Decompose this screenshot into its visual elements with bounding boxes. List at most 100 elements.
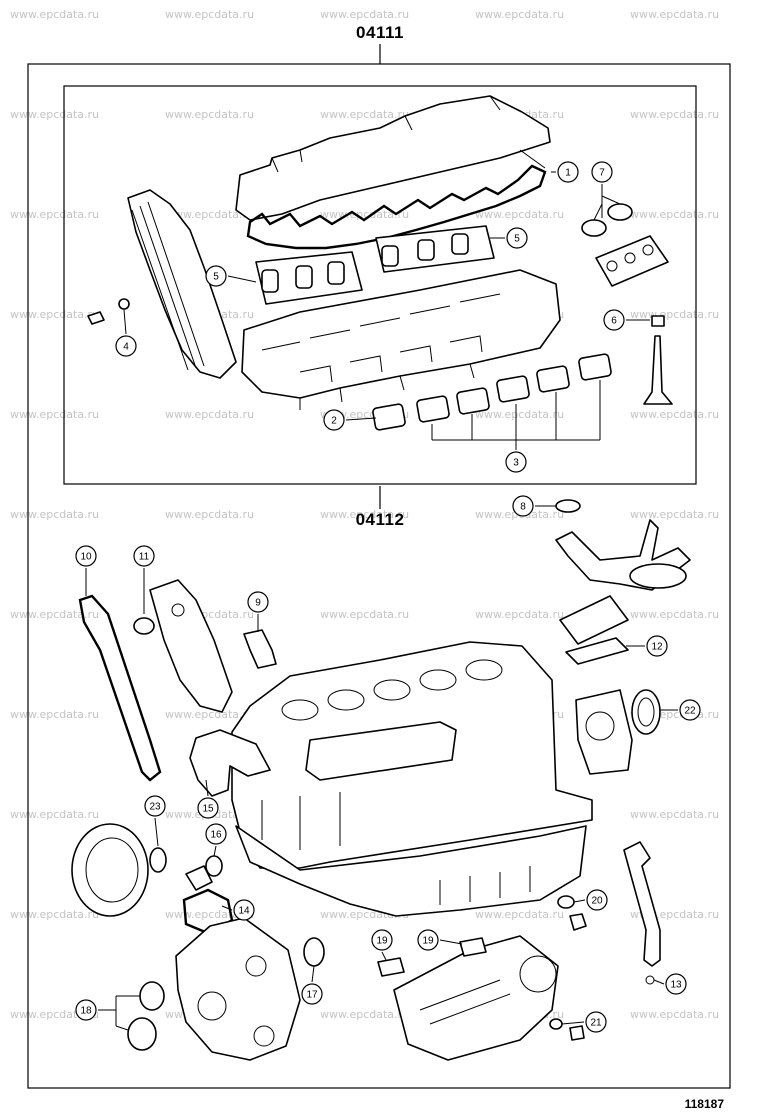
watermark: www.epcdata.ru xyxy=(630,208,719,221)
carburetor-insulator xyxy=(595,235,669,287)
watermark: www.epcdata.ru xyxy=(165,208,254,221)
watermark: www.epcdata.ru xyxy=(320,108,409,121)
watermark: www.epcdata.ru xyxy=(475,408,564,421)
callout-number: 19 xyxy=(422,936,434,947)
callout-number: 3 xyxy=(513,458,519,469)
watermark: www.epcdata.ru xyxy=(10,208,99,221)
callout-number: 8 xyxy=(520,502,526,513)
callout-10: 10 xyxy=(75,545,97,596)
callout-number: 18 xyxy=(80,1006,92,1017)
gaskets-19 xyxy=(377,937,487,977)
rear-oil-seal-retainer xyxy=(575,689,661,775)
callout-number: 4 xyxy=(123,342,129,353)
callout-number: 7 xyxy=(599,168,605,179)
leader-line xyxy=(381,951,387,961)
callout-circle xyxy=(197,797,219,819)
callout-circle xyxy=(75,999,97,1021)
callout-1: 1 xyxy=(551,161,579,183)
callout-circle xyxy=(665,973,687,995)
callout-number: 19 xyxy=(376,936,388,947)
callout-8: 8 xyxy=(512,495,556,517)
leader-line xyxy=(311,965,315,983)
callout-12: 12 xyxy=(626,635,668,657)
leader-line xyxy=(573,899,586,903)
callout-19: 19 xyxy=(371,929,393,961)
leader-line xyxy=(561,1021,585,1025)
watermark: www.epcdata.ru xyxy=(165,8,254,21)
intake-manifold-gasket xyxy=(255,251,363,305)
watermark: www.epcdata.ru xyxy=(320,608,409,621)
callout-circle xyxy=(646,635,668,657)
callout-circle xyxy=(247,591,269,613)
callout-18: 18 xyxy=(75,995,140,1031)
exhaust-port-gaskets xyxy=(372,353,612,431)
callout-7: 7 xyxy=(591,161,621,221)
watermark: www.epcdata.ru xyxy=(630,8,719,21)
watermark: www.epcdata.ru xyxy=(630,108,719,121)
callout-2: 2 xyxy=(323,409,377,431)
intake-gasket-12 xyxy=(559,595,629,665)
callout-11: 11 xyxy=(133,545,155,614)
timing-gear-case xyxy=(175,917,301,1061)
watermark: www.epcdata.ru xyxy=(630,808,719,821)
callout-circle xyxy=(557,161,579,183)
watermark: www.epcdata.ru xyxy=(10,408,99,421)
callout-number: 12 xyxy=(651,642,663,653)
callout-circle xyxy=(585,1011,607,1033)
watermark: www.epcdata.ru xyxy=(630,308,719,321)
watermark: www.epcdata.ru xyxy=(475,208,564,221)
watermark: www.epcdata.ru xyxy=(630,1008,719,1021)
callout-circle xyxy=(323,409,345,431)
watermark: www.epcdata.ru xyxy=(165,508,254,521)
callout-5: 5 xyxy=(205,265,257,287)
watermark: www.epcdata.ru xyxy=(165,408,254,421)
inner-frame-upper-set xyxy=(63,85,697,485)
valve-stem-seals xyxy=(581,203,633,237)
watermark: www.epcdata.ru xyxy=(630,508,719,521)
leader-line xyxy=(653,979,665,985)
watermark: www.epcdata.ru xyxy=(10,8,99,21)
callout-number: 14 xyxy=(238,906,250,917)
leader-line xyxy=(123,309,127,335)
leader-line xyxy=(439,939,463,945)
watermark: www.epcdata.ru xyxy=(10,508,99,521)
watermark: www.epcdata.ru xyxy=(475,908,564,921)
callout-number: 6 xyxy=(611,316,617,327)
callout-circle xyxy=(417,929,439,951)
head-cover-gasket xyxy=(246,164,547,250)
callout-circle xyxy=(586,889,608,911)
callout-number: 22 xyxy=(684,706,696,717)
callout-number: 21 xyxy=(590,1018,602,1029)
callout-circle xyxy=(506,227,528,249)
leader-line xyxy=(154,817,159,847)
callout-circle xyxy=(144,795,166,817)
callout-19: 19 xyxy=(417,929,463,951)
water-pump-gasket xyxy=(189,729,271,797)
callout-number: 16 xyxy=(210,830,222,841)
watermark: www.epcdata.ru xyxy=(10,308,99,321)
watermark: www.epcdata.ru xyxy=(10,808,99,821)
callout-13: 13 xyxy=(653,973,687,995)
exhaust-manifold-gasket xyxy=(375,225,495,273)
callout-circle xyxy=(75,545,97,567)
callout-number: 20 xyxy=(591,896,603,907)
leader-line xyxy=(205,779,209,797)
timing-belt-cover-upper xyxy=(127,189,237,379)
callout-9: 9 xyxy=(247,591,269,632)
timing-belt-cover-lower xyxy=(149,579,233,713)
watermark: www.epcdata.ru xyxy=(165,708,254,721)
callout-circle xyxy=(205,823,227,845)
callout-number: 5 xyxy=(514,234,520,245)
callout-circle xyxy=(133,545,155,567)
callout-17: 17 xyxy=(301,965,323,1005)
callout-circle xyxy=(512,495,534,517)
callout-circle xyxy=(603,309,625,331)
oil-seals-18 xyxy=(127,981,165,1051)
leader-line xyxy=(213,845,217,857)
callout-20: 20 xyxy=(573,889,608,911)
outer-frame xyxy=(27,63,731,1089)
gasket-9 xyxy=(243,629,277,669)
